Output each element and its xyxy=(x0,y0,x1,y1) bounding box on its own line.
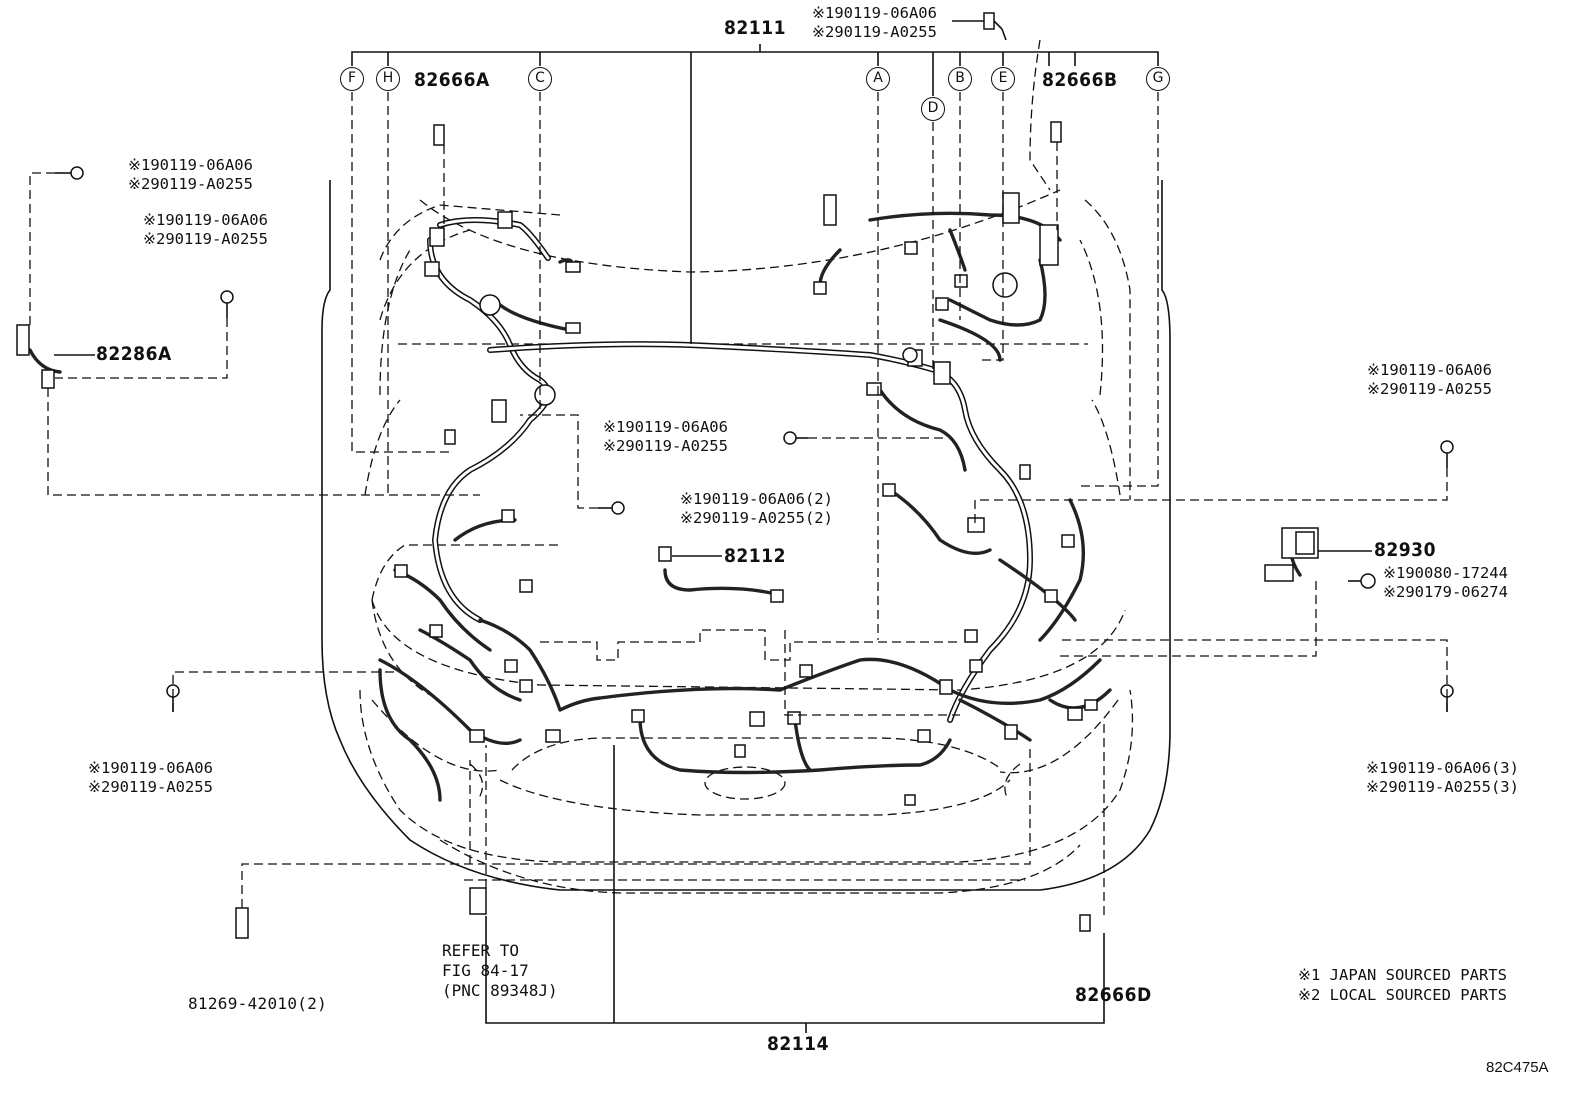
callout-81269-42010: 81269-42010(2) xyxy=(188,994,328,1013)
callout-82111: 82111 xyxy=(724,17,786,39)
bolt-note-right-upper-2: ※290119-A0255 xyxy=(1367,380,1492,398)
bolt-note-82930-2: ※290179-06274 xyxy=(1383,583,1508,601)
legend-local-sourced: ※2 LOCAL SOURCED PARTS xyxy=(1298,986,1507,1004)
bolt-note-left-lower-2: ※290119-A0255 xyxy=(88,778,213,796)
callout-82286a: 82286A xyxy=(96,343,172,365)
bolt-note-right-upper-1: ※190119-06A06 xyxy=(1367,361,1492,379)
connectors xyxy=(16,121,1319,939)
bolt-center-one xyxy=(783,431,808,445)
callout-82666d: 82666D xyxy=(1075,984,1152,1006)
bolt-note-top-2: ※290119-A0255 xyxy=(812,23,937,41)
bolt-note-center-one-2: ※290119-A0255 xyxy=(603,437,728,455)
bolt-note-right-lower-1: ※190119-06A06(3) xyxy=(1366,759,1519,777)
circle-letter-a: A xyxy=(866,67,890,91)
bolt-note-center-two-2: ※290119-A0255(2) xyxy=(680,509,833,527)
circle-letter-g: G xyxy=(1146,67,1170,91)
refer-note-line-1: REFER TO xyxy=(442,941,520,960)
bolt-top xyxy=(983,12,1007,41)
bolt-right-upper xyxy=(1440,440,1454,468)
bolt-note-left-second-2: ※290119-A0255 xyxy=(143,230,268,248)
circle-letter-b: B xyxy=(948,67,972,91)
callout-82112: 82112 xyxy=(724,545,786,567)
leader-lines xyxy=(29,20,1448,1033)
callout-82666a: 82666A xyxy=(414,69,490,91)
vehicle-outline xyxy=(321,180,1171,894)
figure-code: 82C475A xyxy=(1486,1059,1549,1076)
bolt-left-second xyxy=(220,290,234,318)
circle-letter-f: F xyxy=(340,67,364,91)
bolt-note-center-two-1: ※190119-06A06(2) xyxy=(680,490,833,508)
circle-letter-c: C xyxy=(528,67,552,91)
circle-letter-d: D xyxy=(921,97,945,121)
bolt-center-two xyxy=(598,501,625,515)
bolt-right-82930 xyxy=(1348,573,1376,589)
circle-letter-h: H xyxy=(376,67,400,91)
bolt-left-upper xyxy=(55,166,84,180)
legend-japan-sourced: ※1 JAPAN SOURCED PARTS xyxy=(1298,966,1507,984)
circle-letter-e: E xyxy=(991,67,1015,91)
refer-note-line-2: FIG 84-17 xyxy=(442,961,529,980)
callout-82114: 82114 xyxy=(767,1033,829,1055)
refer-note-line-3: (PNC 89348J) xyxy=(442,981,558,1000)
bolt-note-82930-1: ※190080-17244 xyxy=(1383,564,1508,582)
bolt-note-right-lower-2: ※290119-A0255(3) xyxy=(1366,778,1519,796)
bolt-note-left-upper-2: ※290119-A0255 xyxy=(128,175,253,193)
callout-82666b: 82666B xyxy=(1042,69,1118,91)
bolt-note-left-lower-1: ※190119-06A06 xyxy=(88,759,213,777)
bolt-note-left-upper-1: ※190119-06A06 xyxy=(128,156,253,174)
callout-82930: 82930 xyxy=(1374,539,1436,561)
bolt-note-left-second-1: ※190119-06A06 xyxy=(143,211,268,229)
bolt-note-top-1: ※190119-06A06 xyxy=(812,4,937,22)
bolt-note-center-one-1: ※190119-06A06 xyxy=(603,418,728,436)
bolts xyxy=(55,12,1454,712)
